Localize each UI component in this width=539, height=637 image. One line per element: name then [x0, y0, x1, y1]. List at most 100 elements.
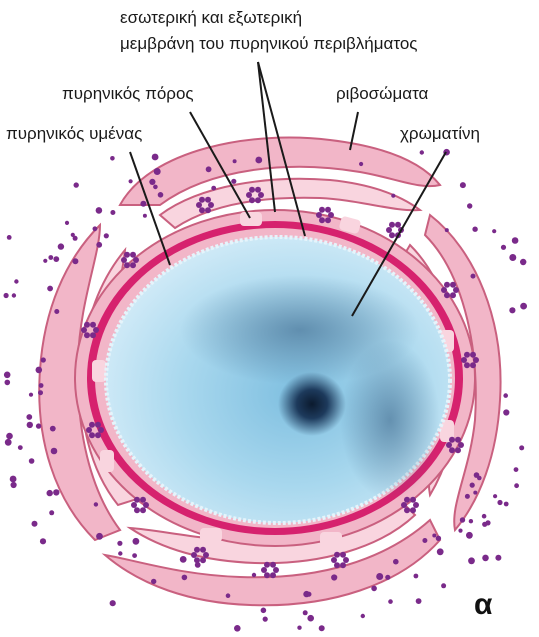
ribosome-dot: [149, 179, 155, 185]
ribosome-dot: [110, 156, 115, 161]
polysome-cluster: [130, 262, 136, 268]
ribosome-dot: [10, 476, 17, 483]
polysome-cluster: [450, 282, 456, 288]
ribosome-dot: [110, 600, 116, 606]
ribosome-dot: [96, 242, 102, 248]
polysome-cluster: [331, 557, 337, 563]
ribosome-dot: [26, 414, 32, 420]
ribosome-dot: [468, 557, 475, 564]
nuclear-pore: [240, 212, 262, 226]
polysome-cluster: [473, 357, 479, 363]
ribosome-dot: [151, 579, 156, 584]
ribosome-dot: [514, 483, 519, 488]
ribosome-dot: [422, 538, 427, 543]
polysome-cluster: [255, 197, 261, 203]
polysome-cluster: [191, 552, 197, 558]
ribosome-dot: [376, 573, 383, 580]
polysome-cluster: [449, 447, 455, 453]
ribosome-dot: [53, 489, 59, 495]
nuclear-pore: [200, 528, 222, 542]
ribosome-dot: [154, 168, 161, 175]
ribosome-dot: [65, 221, 69, 225]
ribosome-dot: [503, 409, 509, 415]
polysome-cluster: [441, 287, 447, 293]
ribosome-dot: [460, 517, 465, 522]
polysome-cluster: [199, 197, 205, 203]
ribosome-dot: [133, 538, 140, 545]
ribosome-dot: [361, 614, 365, 618]
polysome-cluster: [95, 432, 101, 438]
ribosome-dot: [140, 201, 146, 207]
polysome-cluster: [95, 422, 101, 428]
nucleolus: [278, 372, 346, 436]
polysome-cluster: [90, 332, 96, 338]
ribosome-dot: [7, 235, 12, 240]
ribosome-dot: [96, 533, 103, 540]
ribosome-dot: [104, 233, 109, 238]
polysome-cluster: [258, 192, 264, 198]
polysome-cluster: [140, 507, 146, 513]
ribosome-dot: [43, 259, 47, 263]
panel-letter: α: [474, 588, 492, 622]
ribosome-dot: [118, 551, 122, 555]
ribosome-dot: [470, 483, 475, 488]
polysome-cluster: [446, 442, 452, 448]
polysome-cluster: [203, 552, 209, 558]
ribosome-dot: [391, 194, 395, 198]
ribosome-dot: [110, 210, 115, 215]
ribosome-dot: [211, 186, 216, 191]
ribosome-dot: [261, 608, 267, 614]
polysome-cluster: [133, 257, 139, 263]
ribosome-dot: [501, 245, 506, 250]
ribosome-dot: [514, 467, 519, 472]
polysome-cluster: [134, 507, 140, 513]
label-chromatin: χρωματίνη: [400, 124, 480, 144]
ribosome-dot: [436, 536, 441, 541]
ribosome-dot: [388, 599, 393, 604]
polysome-cluster: [134, 497, 140, 503]
polysome-cluster: [84, 332, 90, 338]
ribosome-dot: [234, 625, 241, 632]
label-ribosomes: ριβοσώματα: [336, 84, 428, 104]
ribosome-dot: [509, 254, 516, 261]
nuclear-pore: [100, 450, 114, 472]
polysome-cluster: [121, 257, 127, 263]
ribosome-dot: [158, 192, 164, 198]
ribosome-dot: [96, 207, 103, 214]
ribosome-dot: [231, 179, 236, 184]
ribosome-dot: [153, 185, 158, 190]
polysome-cluster: [89, 432, 95, 438]
ribosome-dot: [512, 237, 519, 244]
ribosome-dot: [437, 548, 444, 555]
ribosome-dot: [226, 593, 231, 598]
ribosome-dot: [255, 157, 262, 164]
ribosome-dot: [503, 393, 508, 398]
ribosome-dot: [297, 626, 301, 630]
ribosome-dot: [36, 423, 41, 428]
ribosome-dot: [18, 445, 23, 450]
ribosome-dot: [48, 255, 53, 260]
ribosome-dot: [39, 383, 44, 388]
polysome-cluster: [264, 562, 270, 568]
ribosome-dot: [71, 233, 75, 237]
polysome-cluster: [413, 502, 419, 508]
ribosome-dot: [47, 490, 53, 496]
polysome-cluster: [89, 422, 95, 428]
polysome-cluster: [261, 567, 267, 573]
polysome-cluster: [461, 357, 467, 363]
polysome-cluster: [395, 222, 401, 228]
polysome-cluster: [124, 252, 130, 258]
ribosome-dot: [504, 502, 509, 507]
polysome-cluster: [249, 197, 255, 203]
ribosome-dot: [40, 538, 46, 544]
ribosome-dot: [51, 448, 58, 455]
ribosome-dot: [359, 162, 363, 166]
polysome-cluster: [386, 227, 392, 233]
ribosome-dot: [492, 229, 496, 233]
ribosome-dot: [331, 574, 337, 580]
polysome-cluster: [90, 322, 96, 328]
ribosome-dot: [36, 367, 43, 374]
polysome-cluster: [325, 217, 331, 223]
ribosome-dot: [371, 586, 377, 592]
polysome-cluster: [444, 282, 450, 288]
